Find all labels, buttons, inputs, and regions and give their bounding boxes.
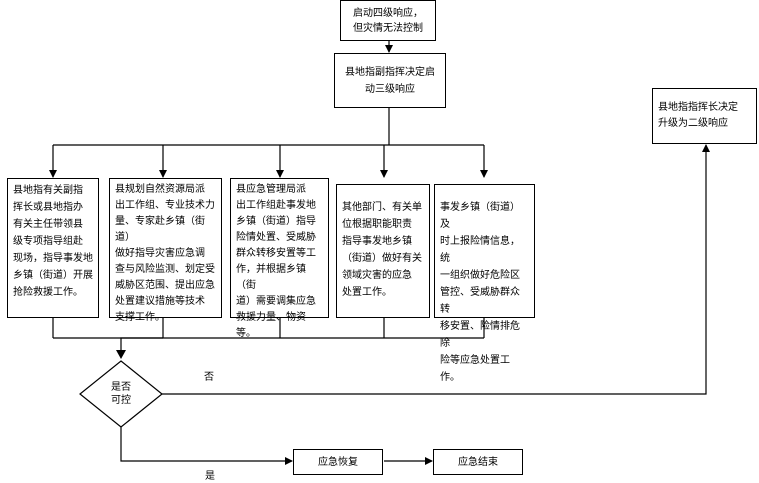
- level4-box: 启动四级响应， 但灾情无法控制: [340, 0, 436, 41]
- level3-decision-line: 县地指副指挥决定启: [345, 66, 435, 78]
- upgrade-line: 县地指指挥长决定: [658, 102, 738, 113]
- end-box: 应急结束: [433, 449, 523, 475]
- box-line: 指导事发地乡镇: [342, 236, 412, 247]
- box-line: 位根据职能职责: [342, 219, 412, 230]
- box-line: 管控、受威胁群众转: [440, 287, 520, 315]
- action-box-planning-bureau: 县规划自然资源局派 出工作组、专业技术力 量、专家赴乡镇（街道） 做好指导灾害应…: [109, 178, 222, 323]
- box-line: 乡镇（街道）开展: [13, 270, 93, 281]
- box-line: 群众转移安置等工: [236, 248, 316, 259]
- box-line: 作，并根据乡镇（街: [236, 264, 306, 291]
- end-label: 应急结束: [458, 456, 498, 468]
- box-line: 县地指有关副指: [13, 185, 83, 196]
- recovery-box: 应急恢复: [293, 449, 383, 475]
- box-line: 其他部门、有关单: [342, 202, 422, 213]
- box-line: 有关主任带领县: [13, 219, 83, 230]
- decision-diamond-shape: [79, 360, 163, 428]
- diamond-line: 是否: [111, 382, 131, 393]
- action-box-county-leaders: 县地指有关副指 挥长或县地指办 有关主任带领县 级专项指导组赴 现场，指导事发地…: [7, 178, 99, 318]
- box-line: 量、专家赴乡镇（街道）: [115, 216, 205, 243]
- upgrade-box: 县地指指挥长决定 升级为二级响应: [652, 88, 757, 144]
- box-line: 出工作组、专业技术力: [115, 200, 215, 211]
- yes-branch-label: 是: [205, 471, 215, 482]
- box-line: 一组织做好危险区: [440, 270, 520, 281]
- box-line: 险情处置、受威胁: [236, 232, 316, 243]
- box-line: 道）需要调集应急: [236, 296, 316, 307]
- level3-decision-text: 县地指副指挥决定启 动三级响应: [345, 64, 435, 98]
- action-box-township: 事发乡镇（街道）及 时上报险情信息，统 一组织做好危险区 管控、受威胁群众转 移…: [434, 184, 535, 383]
- upgrade-text: 县地指指挥长决定 升级为二级响应: [658, 100, 738, 132]
- arrow-no-to-upgrade: [162, 144, 710, 395]
- recovery-label: 应急恢复: [318, 456, 358, 468]
- box-line: 做好指导灾害应急调: [115, 248, 205, 259]
- box-line: 出工作组赴事发地: [236, 200, 316, 211]
- level3-decision-box: 县地指副指挥决定启 动三级响应: [334, 53, 446, 108]
- box-line: 县规划自然资源局派: [115, 184, 205, 195]
- box-line: 事发乡镇（街道）及: [440, 202, 520, 230]
- decision-diamond-label: 是否 可控: [101, 381, 141, 407]
- upgrade-line: 升级为二级响应: [658, 118, 728, 129]
- level4-line: 启动四级响应，: [353, 7, 423, 19]
- box-line: 县应急管理局派: [236, 184, 306, 195]
- box-line: 现场，指导事发地: [13, 253, 93, 264]
- box-line: 救援力量、物资等。: [236, 312, 306, 339]
- arrow-to-diamond: [120, 337, 163, 352]
- action-box-other-departments: 其他部门、有关单 位根据职能职责 指导事发地乡镇 （街道）做好有关 领域灾害的应…: [336, 184, 430, 318]
- diamond-line: 可控: [111, 395, 131, 406]
- box-line: 处置建议措施等技术: [115, 296, 205, 307]
- level3-decision-line: 动三级响应: [365, 83, 415, 95]
- box-line: （街道）做好有关: [342, 253, 422, 264]
- box-line: 移安置、险情排危除: [440, 321, 520, 349]
- box-line: 险等应急处置工作。: [440, 355, 510, 383]
- box-line: 查与风险监测、划定受: [115, 264, 215, 275]
- arrow-yes-to-recovery: [120, 421, 293, 465]
- box-line: 领域灾害的应急: [342, 270, 412, 281]
- level4-text: 启动四级响应， 但灾情无法控制: [353, 6, 423, 36]
- level4-line: 但灾情无法控制: [353, 22, 423, 34]
- box-line: 抢险救援工作。: [13, 287, 83, 298]
- box-line: 时上报险情信息，统: [440, 236, 520, 264]
- action-box-emergency-bureau: 县应急管理局派 出工作组赴事发地 乡镇（街道）指导 险情处置、受威胁 群众转移安…: [230, 178, 329, 339]
- box-line: 支撑工作。: [115, 312, 165, 323]
- no-branch-label: 否: [204, 372, 214, 383]
- box-line: 级专项指导组赴: [13, 236, 83, 247]
- box-line: 威胁区范围、提出应急: [115, 280, 215, 291]
- box-line: 处置工作。: [342, 287, 392, 298]
- box-line: 挥长或县地指办: [13, 202, 83, 213]
- box-line: 乡镇（街道）指导: [236, 216, 316, 227]
